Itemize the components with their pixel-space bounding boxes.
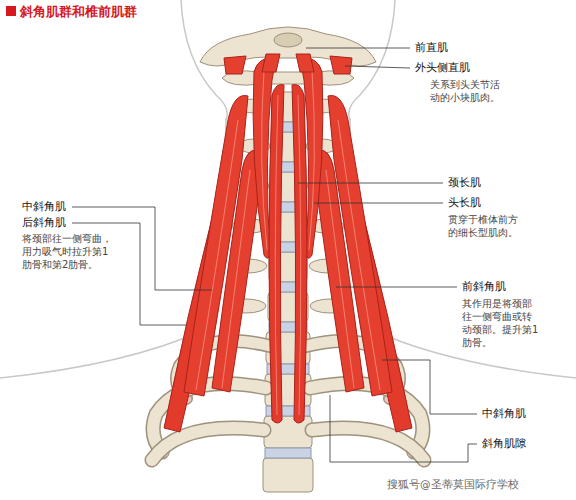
leader-line [382, 360, 477, 414]
leader-line [336, 287, 457, 288]
leader-line [314, 203, 443, 204]
muscle-label: 后斜角肌 [22, 216, 66, 230]
right-half [292, 0, 576, 460]
muscle-label: 前直肌 [415, 41, 448, 55]
muscle-label: 斜角肌隙 [482, 437, 526, 451]
muscle-label: 中斜角肌 [482, 407, 526, 421]
foramen [274, 33, 302, 47]
left-half [0, 0, 284, 460]
leader-line [298, 183, 443, 184]
note-text: 关系到头关节活 动的小块肌肉。 [430, 78, 510, 104]
note-text: 其作用是将颈部 往一侧弯曲或转 动颈部。提升第1 肋骨。 [462, 297, 547, 349]
leader-line [345, 66, 410, 68]
muscle-label: 外头侧直肌 [415, 61, 470, 75]
leader-line [330, 395, 477, 462]
leader-line [306, 48, 410, 49]
note-text: 贯穿于椎体前方 的细长型肌肉。 [448, 213, 528, 239]
leader-lines [72, 48, 477, 462]
diagram-title: 斜角肌群和椎前肌群 [20, 3, 137, 21]
muscle-label: 颈长肌 [448, 176, 481, 190]
title-marker [6, 6, 16, 16]
muscle-label: 中斜角肌 [22, 200, 66, 214]
muscle-label: 前斜角肌 [462, 280, 506, 294]
note-text: 将颈部往一侧弯曲， 用力吸气时拉升第1 肋骨和第2肋骨。 [22, 232, 117, 271]
vertebra [263, 458, 313, 492]
muscle-label: 头长肌 [448, 196, 481, 210]
disc [265, 448, 311, 458]
watermark: 搜狐号@圣蒂莫国际疗学校 [385, 478, 521, 492]
